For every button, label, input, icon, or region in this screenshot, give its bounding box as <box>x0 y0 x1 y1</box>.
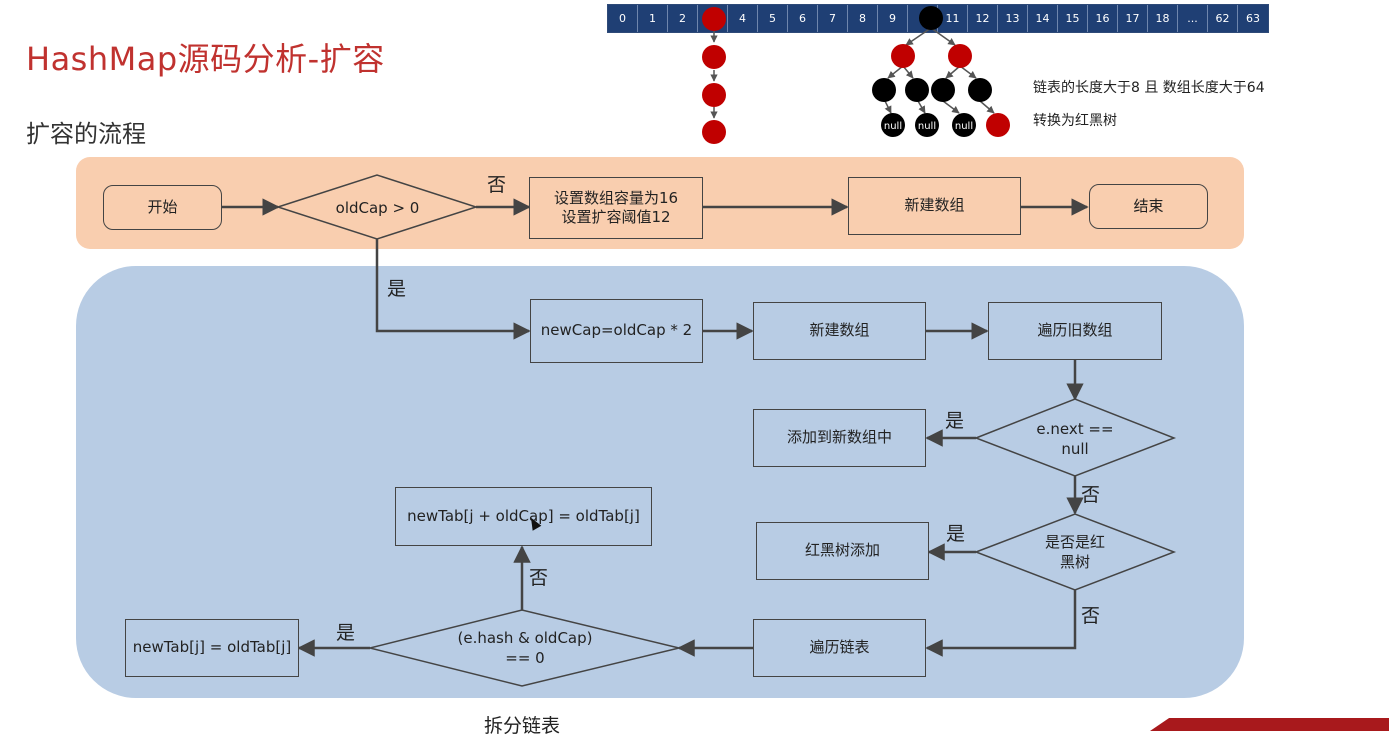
tree-root-node <box>919 6 943 30</box>
cond-hash-line2: == 0 <box>505 649 545 667</box>
array-cell: 12 <box>968 5 998 32</box>
new-array-label: 新建数组 <box>809 321 870 340</box>
decision-oldcap <box>275 174 479 240</box>
page-title: HashMap源码分析-扩容 <box>26 40 385 78</box>
tree-convert-note: 转换为红黑树 <box>1033 113 1117 129</box>
tree-node-black <box>872 78 896 102</box>
array-cell: 15 <box>1058 5 1088 32</box>
set-threshold-text: 设置扩容阈值12 <box>561 208 671 226</box>
add-new-array-label: 添加到新数组中 <box>786 428 892 447</box>
array-cell: 8 <box>848 5 878 32</box>
assign-j-oldcap-label: newTab[j + oldCap] = oldTab[j] <box>407 506 640 525</box>
hash-condition-label: (e.hash & oldCap) == 0 <box>440 626 610 670</box>
start-label: 开始 <box>147 197 178 216</box>
yes-label: 是 <box>336 622 356 644</box>
decision-next-null <box>973 398 1177 477</box>
tree-condition-note: 链表的长度大于8 且 数组长度大于64 <box>1033 80 1265 96</box>
flow-connectors <box>221 198 1089 657</box>
list-node-head <box>702 7 726 31</box>
new-array-box: 新建数组 <box>753 302 926 360</box>
end-node: 结束 <box>1089 184 1208 229</box>
assign-j-label: newTab[j] = oldTab[j] <box>132 638 292 657</box>
array-cell: 6 <box>788 5 818 32</box>
newcap-label: newCap=oldCap * 2 <box>540 321 693 340</box>
is-tree-condition-label: 是否是红 黑树 <box>1020 531 1130 573</box>
array-cell: 18 <box>1148 5 1178 32</box>
array-cell: 5 <box>758 5 788 32</box>
end-label: 结束 <box>1133 196 1164 215</box>
no-label: 否 <box>1081 484 1101 506</box>
array-cell: 4 <box>728 5 758 32</box>
null-label: null <box>918 121 936 132</box>
array-cell: 63 <box>1238 5 1268 32</box>
decision-is-tree <box>973 513 1177 591</box>
add-to-new-array-box: 添加到新数组中 <box>753 409 926 467</box>
traverse-old-label: 遍历旧数组 <box>1037 321 1113 340</box>
cond-next-line1: e.next == <box>1036 419 1114 438</box>
set-capacity-text: 设置数组容量为16 <box>553 188 679 207</box>
array-cell: 13 <box>998 5 1028 32</box>
null-label: null <box>884 121 902 132</box>
array-cell: 2 <box>668 5 698 32</box>
array-cell: 17 <box>1118 5 1148 32</box>
array-cell: 14 <box>1028 5 1058 32</box>
array-cell: 0 <box>608 5 638 32</box>
no-label: 否 <box>487 174 507 196</box>
assign-j-oldcap-box: newTab[j + oldCap] = oldTab[j] <box>395 487 652 546</box>
list-node <box>702 120 726 144</box>
traverse-list-box: 遍历链表 <box>753 619 926 677</box>
array-cell: 7 <box>818 5 848 32</box>
cond-tree-line2: 黑树 <box>1059 553 1090 571</box>
yes-label: 是 <box>946 523 966 545</box>
cond-hash-line1: (e.hash & oldCap) <box>457 628 593 647</box>
array-cell: ... <box>1178 5 1208 32</box>
array-cell: 16 <box>1088 5 1118 32</box>
array-cell: 11 <box>938 5 968 32</box>
rbtree-add-box: 红黑树添加 <box>756 522 929 580</box>
assign-j-box: newTab[j] = oldTab[j] <box>125 619 299 677</box>
tree-node-black <box>905 78 929 102</box>
array-cell: 9 <box>878 5 908 32</box>
no-label: 否 <box>529 567 549 589</box>
split-list-caption: 拆分链表 <box>484 715 561 737</box>
traverse-old-array-box: 遍历旧数组 <box>988 302 1162 360</box>
tree-node-black <box>968 78 992 102</box>
yes-label: 是 <box>945 410 965 432</box>
next-null-condition-label: e.next == null <box>1020 418 1130 460</box>
list-node <box>702 83 726 107</box>
newcap-box: newCap=oldCap * 2 <box>530 299 703 363</box>
tree-node-black <box>931 78 955 102</box>
rbtree-add-label: 红黑树添加 <box>804 541 880 560</box>
cond-tree-line1: 是否是红 <box>1044 532 1105 551</box>
list-node <box>702 45 726 69</box>
section-subtitle: 扩容的流程 <box>26 120 146 148</box>
tree-null-node <box>881 113 905 137</box>
start-node: 开始 <box>103 185 222 230</box>
cond-next-line2: null <box>1061 440 1089 458</box>
decision-hash-split <box>369 609 680 687</box>
new-array-label: 新建数组 <box>904 196 965 215</box>
yes-label: 是 <box>387 278 407 300</box>
set-default-box: 设置数组容量为16 设置扩容阈值12 <box>529 177 703 239</box>
tree-null-node <box>952 113 976 137</box>
null-label: null <box>955 121 973 132</box>
red-black-tree-edges <box>884 27 995 114</box>
traverse-list-label: 遍历链表 <box>809 638 870 657</box>
array-cell: 62 <box>1208 5 1238 32</box>
no-label: 否 <box>1081 605 1101 627</box>
tree-node-red <box>986 113 1010 137</box>
oldcap-condition-label: oldCap > 0 <box>335 198 420 217</box>
tree-node-red <box>891 44 915 68</box>
corner-banner <box>1150 718 1389 731</box>
new-array-top-box: 新建数组 <box>848 177 1021 235</box>
tree-null-node <box>915 113 939 137</box>
array-cell: 1 <box>638 5 668 32</box>
tree-node-red <box>948 44 972 68</box>
